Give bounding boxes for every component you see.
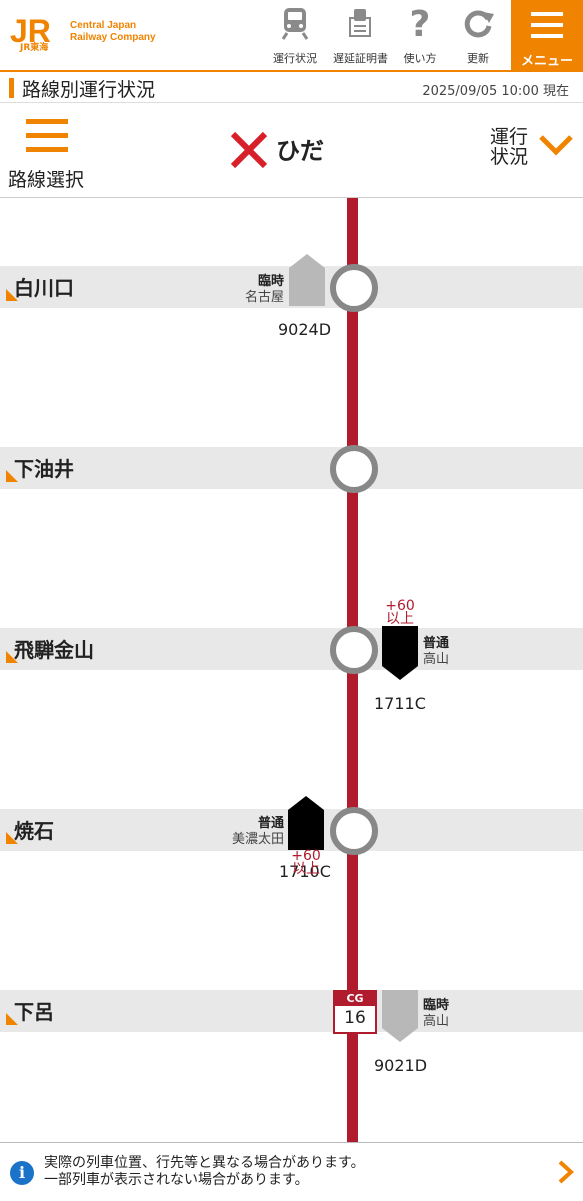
- train-destination: 美濃太田: [231, 832, 284, 847]
- control-bar: 路線選択 ひだ 運行 状況: [0, 103, 583, 198]
- train-1710c[interactable]: 普通 美濃太田 1710C +60 以上: [210, 796, 332, 886]
- suspended-x-icon: [230, 131, 268, 169]
- jr-logo[interactable]: JR: [8, 14, 62, 48]
- station-name[interactable]: 焼石: [14, 819, 54, 843]
- delay-certificate-label: 遅延証明書: [333, 52, 388, 65]
- station-marker-icon: [6, 1013, 18, 1025]
- help-icon: ?: [410, 6, 431, 40]
- station-number-badge: CG 16: [333, 990, 377, 1034]
- train-down-icon: [382, 990, 418, 1042]
- train-number: 9024D: [278, 320, 332, 339]
- station-circle-icon: [330, 626, 378, 674]
- page-title: 路線別運行状況: [22, 79, 156, 101]
- station-name[interactable]: 飛騨金山: [14, 638, 94, 662]
- route-select-button[interactable]: 路線選択: [0, 103, 110, 197]
- train-number: 9021D: [374, 1056, 428, 1075]
- delay-indicator: +60 以上: [385, 598, 415, 627]
- line-diagram: 白川口 下油井 飛騨金山 焼石 下呂 CG 16 臨時 名古屋 9024D +6…: [0, 198, 583, 1142]
- station-marker-icon: [6, 470, 18, 482]
- train-type: 臨時: [423, 998, 450, 1013]
- title-accent-bar: [9, 78, 14, 98]
- station-circle-icon: [330, 445, 378, 493]
- train-type: 普通: [423, 636, 450, 651]
- menu-label: メニュー: [520, 54, 573, 69]
- station-marker-icon: [6, 832, 18, 844]
- operation-status-toggle-label: 運行 状況: [490, 126, 529, 168]
- station-row[interactable]: [0, 628, 583, 670]
- route-menu-icon: [26, 119, 68, 157]
- company-name: Central Japan Railway Company: [70, 20, 156, 43]
- station-marker-icon: [6, 289, 18, 301]
- station-row[interactable]: [0, 990, 583, 1032]
- menu-button[interactable]: メニュー: [511, 0, 583, 70]
- refresh-icon: [464, 10, 494, 38]
- train-9024d[interactable]: 臨時 名古屋 9024D: [222, 254, 332, 339]
- station-name[interactable]: 下油井: [14, 457, 74, 481]
- notice-text: 実際の列車位置、行先等と異なる場合があります。 一部列車が表示されない場合があり…: [44, 1155, 365, 1188]
- line-name: ひだ: [276, 137, 324, 165]
- certificate-icon: [349, 9, 371, 37]
- train-icon: [281, 8, 309, 40]
- train-destination: 名古屋: [244, 290, 284, 305]
- svg-text:JR: JR: [10, 14, 51, 48]
- notice-footer[interactable]: i 実際の列車位置、行先等と異なる場合があります。 一部列車が表示されない場合が…: [0, 1142, 583, 1201]
- train-9021d[interactable]: 臨時 高山 9021D: [372, 990, 482, 1080]
- delay-certificate-button[interactable]: 遅延証明書: [333, 6, 388, 66]
- app-header: JR JR東海 Central Japan Railway Company 運行…: [0, 0, 583, 72]
- station-circle-icon: [330, 807, 378, 855]
- train-number: 1710C: [279, 862, 331, 881]
- train-down-icon: [382, 626, 418, 680]
- delay-indicator: +60 以上: [291, 848, 321, 877]
- train-up-icon: [289, 254, 325, 306]
- train-destination: 高山: [423, 652, 450, 667]
- help-label: 使い方: [403, 52, 437, 65]
- refresh-button[interactable]: 更新: [451, 6, 505, 66]
- operation-status-button[interactable]: 運行状況: [268, 6, 322, 66]
- chevron-right-icon[interactable]: [556, 1159, 576, 1185]
- station-row[interactable]: [0, 447, 583, 489]
- route-select-label: 路線選択: [8, 169, 85, 191]
- train-up-icon: [288, 796, 324, 850]
- title-bar: 路線別運行状況 2025/09/05 10:00 現在: [0, 72, 583, 103]
- station-name[interactable]: 白川口: [14, 276, 74, 300]
- help-button[interactable]: ? 使い方: [393, 6, 447, 66]
- train-1711c[interactable]: +60 以上 普通 高山 1711C: [372, 598, 482, 718]
- station-line-code: CG: [335, 992, 375, 1006]
- train-type: 臨時: [257, 274, 284, 289]
- operation-status-label: 運行状況: [273, 52, 317, 65]
- hamburger-icon: [531, 12, 563, 38]
- logo-sub-label: JR東海: [20, 43, 49, 53]
- chevron-down-icon: [539, 135, 573, 156]
- refresh-label: 更新: [467, 52, 489, 65]
- svg-text:?: ?: [410, 6, 431, 40]
- station-number: 16: [344, 1008, 366, 1028]
- update-timestamp: 2025/09/05 10:00 現在: [422, 84, 569, 99]
- train-number: 1711C: [374, 694, 426, 713]
- station-marker-icon: [6, 651, 18, 663]
- info-icon: i: [10, 1161, 34, 1185]
- station-circle-icon: [330, 264, 378, 312]
- train-type: 普通: [257, 816, 284, 831]
- train-destination: 高山: [423, 1014, 450, 1029]
- station-name[interactable]: 下呂: [14, 1000, 54, 1024]
- operation-status-toggle[interactable]: 運行 状況: [484, 121, 580, 181]
